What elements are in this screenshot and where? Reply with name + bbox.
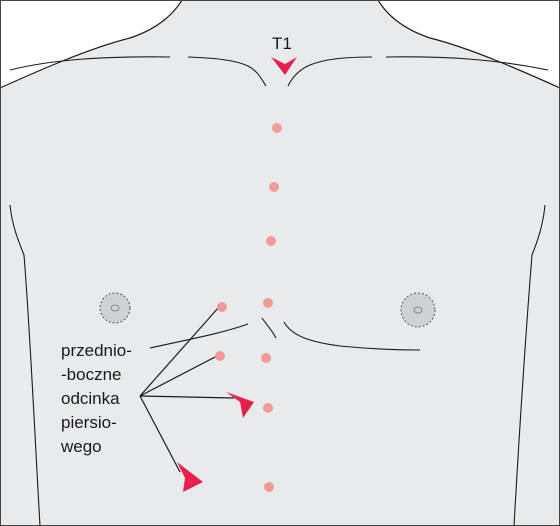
midline-dot (266, 236, 276, 246)
midline-dot (261, 353, 271, 363)
left-nipple (100, 293, 130, 323)
midline-dot (272, 123, 282, 133)
left-nipple-areola (100, 293, 130, 323)
annotation-line: wego (60, 437, 102, 456)
right-nipple (401, 293, 435, 327)
midline-dot (263, 298, 273, 308)
annotation-line: piersio- (61, 413, 117, 432)
midline-dot (264, 482, 274, 492)
annotation-line: -boczne (61, 365, 121, 384)
annotation-line: przednio- (61, 341, 132, 360)
right-nipple-areola (401, 293, 435, 327)
anterolateral-dot (215, 351, 225, 361)
midline-dot (263, 403, 273, 413)
midline-dot (269, 182, 279, 192)
annotation-line: odcinka (61, 389, 120, 408)
anterolateral-dot (217, 302, 227, 312)
t1-label: T1 (272, 34, 292, 53)
